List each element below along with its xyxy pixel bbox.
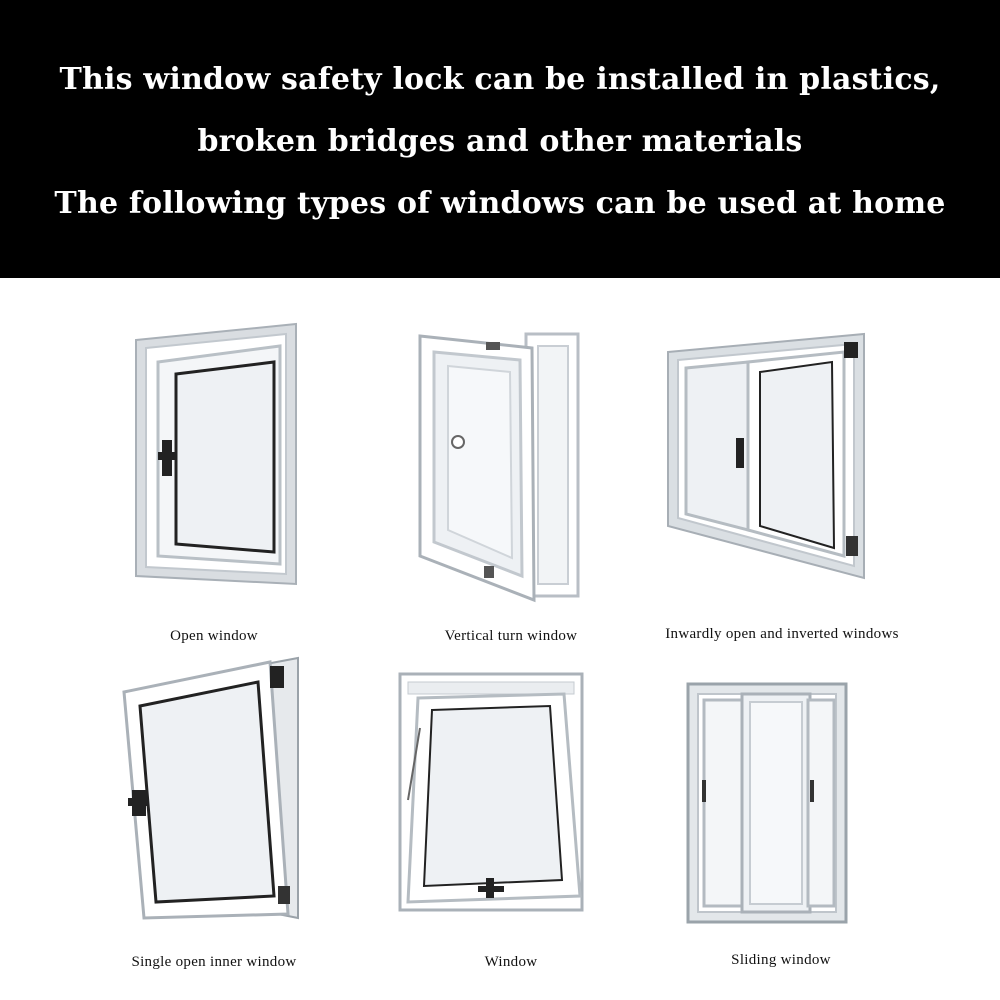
top-hung-window-icon: [398, 672, 584, 912]
caption-single-open-inner-window: Single open inner window: [131, 954, 297, 970]
caption-window: Window: [484, 954, 538, 970]
caption-open-window: Open window: [170, 628, 258, 644]
banner-line-3: The following types of windows can be us…: [54, 186, 946, 221]
vertical-turn-window-icon: [418, 332, 580, 603]
caption-sliding-window: Sliding window: [731, 952, 831, 968]
caption-inwardly-open-inverted: Inwardly open and inverted windows: [665, 626, 899, 642]
banner-line-2: broken bridges and other materials: [197, 124, 803, 159]
caption-vertical-turn-window: Vertical turn window: [444, 628, 578, 644]
tilt-turn-window-icon: [667, 332, 865, 580]
sliding-window-icon: [686, 682, 848, 924]
open-window-icon: [135, 322, 297, 586]
header-banner: This window safety lock can be installed…: [0, 0, 1000, 278]
inner-open-window-icon: [122, 656, 299, 920]
banner-line-1: This window safety lock can be installed…: [59, 62, 941, 97]
